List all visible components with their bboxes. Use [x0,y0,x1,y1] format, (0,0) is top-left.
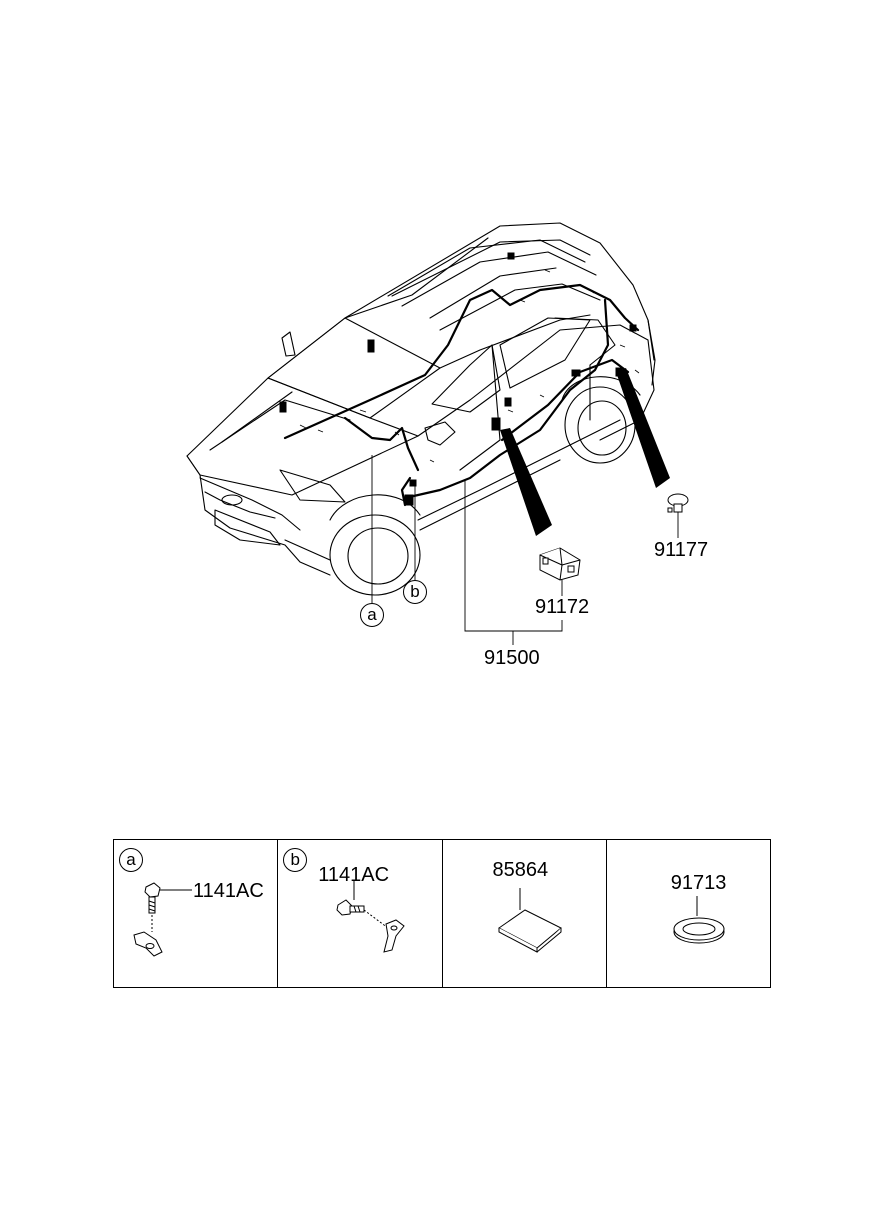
ref-circle-b: b [403,580,427,604]
clip-91177-icon [667,493,689,513]
harness-floor [403,298,610,500]
pad-icon [497,888,562,953]
hood [186,377,419,496]
legend-part-91713: 91713 [670,872,727,894]
front-wheel [329,514,421,596]
legend-part-85864: 85864 [492,859,549,881]
antenna [281,331,296,357]
headlight [279,469,346,503]
legend-cell-85864: 85864 [441,840,606,987]
legend-part-b: 1141AC [318,864,390,886]
ref-circle-a: a [360,603,384,627]
roof-outline [267,222,655,379]
callout-91500: 91500 [484,647,540,669]
wedge-91177 [616,368,670,488]
legend-part-a: 1141AC [193,880,264,902]
roof-rail [387,239,586,297]
wedge-91172 [500,428,552,536]
bolt-bracket-icon [133,882,192,957]
harness-roof [283,283,640,440]
legend-ref-b: b [283,848,308,872]
legend-cell-b: b 1141AC [277,840,441,987]
legend-cell-91713: 91713 [605,840,770,987]
grommet-icon [673,896,725,944]
parts-legend-table: a 1141AC b 1141AC 85864 [113,839,771,988]
rear-wheel [564,386,636,464]
bolt-bracket-icon [336,880,405,953]
side-window-rear [499,317,591,389]
harness-main [343,416,420,472]
legend-ref-a: a [119,848,143,872]
door-line [459,344,501,471]
callout-91177: 91177 [654,539,709,561]
front-grille [186,455,331,576]
legend-cell-a: a 1141AC [114,840,277,987]
callout-91172: 91172 [535,596,590,618]
side-window-front [431,344,501,413]
mirror [424,421,456,446]
relay-91172-icon [539,547,581,581]
